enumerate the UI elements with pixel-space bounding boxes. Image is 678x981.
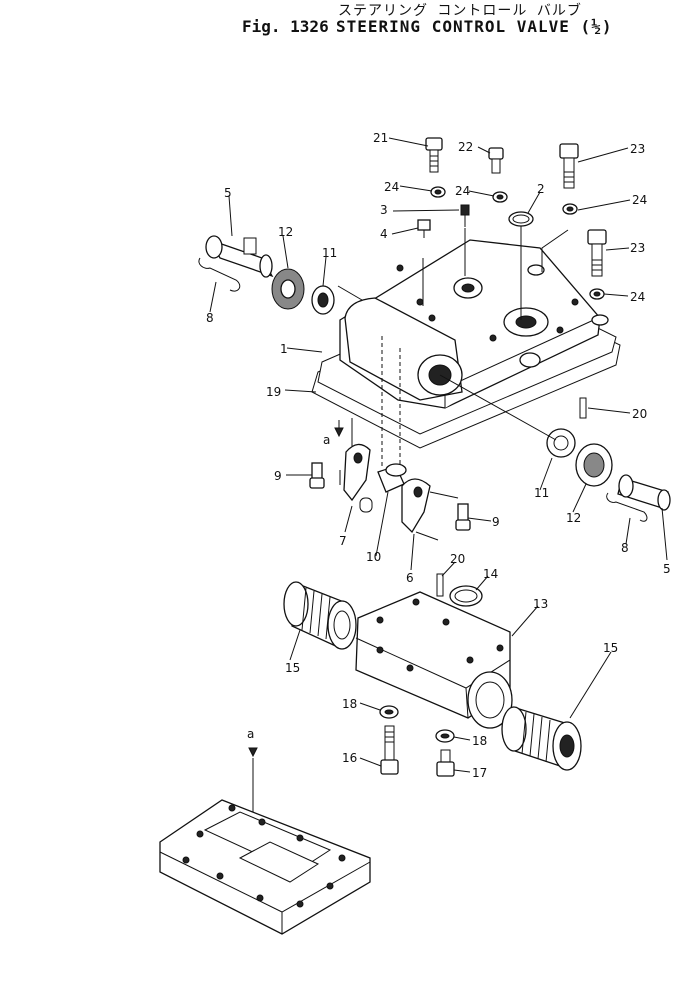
arrow-a-lower-icon [248, 747, 258, 758]
valve-body [339, 239, 609, 409]
washers-18 [379, 705, 455, 743]
callout-15-right: 15 [603, 641, 618, 655]
callout-23-lower: 23 [630, 241, 645, 255]
plug-3 [460, 204, 470, 227]
bolt-9-left [309, 462, 325, 489]
bolt-23-lower [587, 229, 607, 277]
callout-19: 19 [266, 385, 281, 399]
callout-2: 2 [537, 182, 545, 196]
callout-11-left: 11 [322, 246, 337, 260]
spool-5-left [205, 235, 274, 278]
callout-17: 17 [472, 766, 487, 780]
callout-1: 1 [280, 342, 288, 356]
bolt-9-right [455, 503, 471, 531]
bearing-12-right [575, 443, 613, 487]
callout-24-b: 24 [455, 184, 470, 198]
lower-housing-13 [355, 591, 513, 729]
lever-7 [343, 443, 373, 513]
arrow-a-upper-icon [334, 427, 344, 438]
callout-10: 10 [366, 550, 381, 564]
callout-13: 13 [533, 597, 548, 611]
callout-9-left: 9 [274, 469, 282, 483]
callouts: 21 22 23 24 24 2 24 3 4 23 5 12 11 24 8 … [206, 131, 671, 780]
spool-5-right [617, 474, 671, 511]
callout-7: 7 [339, 534, 347, 548]
bolt-23-top [559, 143, 579, 189]
callout-22: 22 [458, 140, 473, 154]
pin-20-lower [436, 573, 444, 597]
bolt-21 [425, 137, 443, 173]
callout-20-lower: 20 [450, 552, 465, 566]
title-japanese: ステアリング コントロール バルブ [338, 3, 582, 19]
bushing-11-left [311, 285, 335, 315]
leader-lines [209, 137, 668, 773]
callout-12-left: 12 [278, 225, 293, 239]
plug-4 [417, 219, 431, 238]
callout-a-upper: a [323, 433, 330, 447]
pin-20-upper [579, 397, 587, 419]
bearing-12-left [271, 268, 305, 310]
callout-23-top: 23 [630, 142, 645, 156]
callout-6: 6 [406, 571, 414, 585]
callout-5-left: 5 [224, 186, 232, 200]
callout-a-lower: a [247, 727, 254, 741]
callout-9-right: 9 [492, 515, 500, 529]
callout-11-right: 11 [534, 486, 549, 500]
figure-number: Fig. 1326 [242, 17, 329, 36]
callout-8-right: 8 [621, 541, 629, 555]
bushing-10 [377, 463, 407, 493]
callout-8-left: 8 [206, 311, 214, 325]
lever-6 [401, 478, 439, 541]
title-english: STEERING CONTROL VALVE (½) [336, 17, 613, 36]
callout-16: 16 [342, 751, 357, 765]
callout-5-right: 5 [663, 562, 671, 576]
callout-21: 21 [373, 131, 388, 145]
callout-24-c: 24 [632, 193, 647, 207]
callout-15-left: 15 [285, 661, 300, 675]
o-ring-14 [449, 585, 483, 607]
callout-4: 4 [380, 227, 388, 241]
piston-15-left [283, 581, 357, 650]
bolt-17 [436, 749, 455, 777]
bolt-22 [488, 147, 504, 174]
callout-20-upper: 20 [632, 407, 647, 421]
callout-24-d: 24 [630, 290, 645, 304]
callout-3: 3 [380, 203, 388, 217]
callout-18-right: 18 [472, 734, 487, 748]
base-housing [159, 799, 371, 935]
callout-14: 14 [483, 567, 498, 581]
retainer-8-right [606, 492, 648, 522]
bushing-11-right [546, 428, 576, 458]
callout-18-left: 18 [342, 697, 357, 711]
callout-24-a: 24 [384, 180, 399, 194]
piston-15-right [501, 706, 582, 771]
retainer-8-left [198, 257, 241, 292]
callout-12-right: 12 [566, 511, 581, 525]
bolt-16 [380, 725, 399, 775]
